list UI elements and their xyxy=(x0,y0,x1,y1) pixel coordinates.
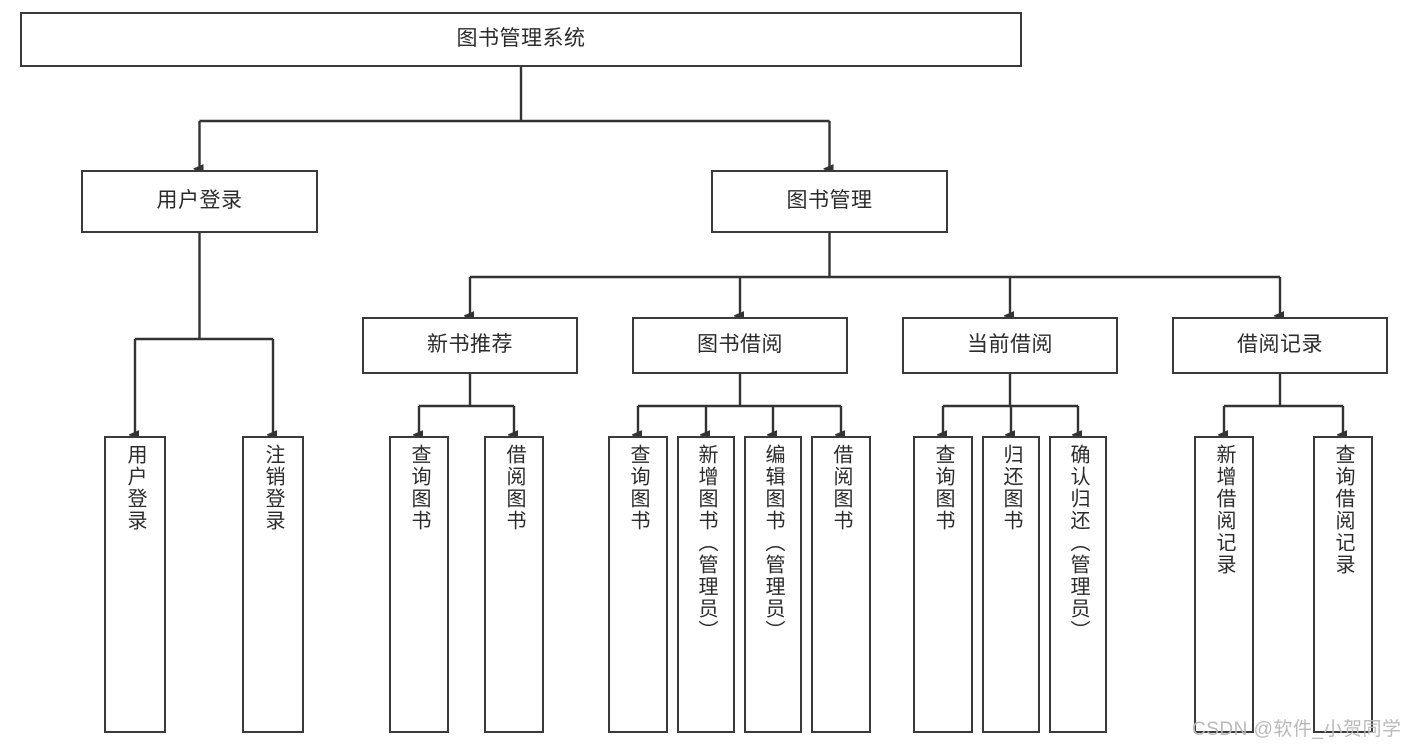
node-label: 查询图书 xyxy=(408,444,430,532)
node-label: 图书管理 xyxy=(786,189,873,213)
module-node-user-login[interactable]: 用户登录 xyxy=(81,170,318,233)
leaf-node-leaf-borrow-book-1[interactable]: 借阅图书 xyxy=(484,436,544,733)
node-label: 借阅记录 xyxy=(1237,333,1323,357)
root-node-root[interactable]: 图书管理系统 xyxy=(20,12,1022,67)
leaf-node-leaf-return-book[interactable]: 归还图书 xyxy=(982,436,1040,733)
submodule-node-new-book-recommend[interactable]: 新书推荐 xyxy=(362,317,578,374)
node-label: 确认归还（管理员） xyxy=(1067,444,1089,642)
submodule-node-book-borrow[interactable]: 图书借阅 xyxy=(632,317,848,374)
node-label: 用户登录 xyxy=(156,189,243,213)
submodule-node-borrow-record[interactable]: 借阅记录 xyxy=(1172,317,1388,374)
leaf-node-leaf-add-record[interactable]: 新增借阅记录 xyxy=(1194,436,1254,733)
leaf-node-leaf-add-book[interactable]: 新增图书（管理员） xyxy=(677,436,735,733)
node-label: 图书借阅 xyxy=(697,333,783,357)
csdn-watermark: CSDN @软件_小贺同学 xyxy=(1192,719,1402,740)
node-label: 借阅图书 xyxy=(830,444,852,532)
leaf-node-leaf-query-record[interactable]: 查询借阅记录 xyxy=(1313,436,1373,733)
node-label: 新增图书（管理员） xyxy=(695,444,717,642)
leaf-node-leaf-query-book-3[interactable]: 查询图书 xyxy=(913,436,973,733)
node-label: 查询图书 xyxy=(932,444,954,532)
node-label: 图书管理系统 xyxy=(456,27,586,51)
leaf-node-leaf-confirm-return[interactable]: 确认归还（管理员） xyxy=(1049,436,1107,733)
node-label: 查询借阅记录 xyxy=(1332,444,1354,576)
leaf-node-leaf-query-book-1[interactable]: 查询图书 xyxy=(389,436,449,733)
submodule-node-current-borrow[interactable]: 当前借阅 xyxy=(902,317,1118,374)
module-node-book-manage[interactable]: 图书管理 xyxy=(711,170,948,233)
leaf-node-leaf-logout[interactable]: 注销登录 xyxy=(242,436,304,733)
node-label: 注销登录 xyxy=(262,444,284,532)
node-label: 归还图书 xyxy=(1000,444,1022,532)
leaf-node-leaf-edit-book[interactable]: 编辑图书（管理员） xyxy=(744,436,802,733)
node-label: 用户登录 xyxy=(124,444,146,532)
leaf-node-leaf-borrow-book-2[interactable]: 借阅图书 xyxy=(811,436,871,733)
node-label: 新增借阅记录 xyxy=(1213,444,1235,576)
node-label: 查询图书 xyxy=(627,444,649,532)
node-label: 编辑图书（管理员） xyxy=(762,444,784,642)
node-label: 新书推荐 xyxy=(427,333,513,357)
leaf-node-leaf-user-login[interactable]: 用户登录 xyxy=(104,436,166,733)
node-label: 当前借阅 xyxy=(967,333,1053,357)
leaf-node-leaf-query-book-2[interactable]: 查询图书 xyxy=(608,436,668,733)
node-label: 借阅图书 xyxy=(503,444,525,532)
